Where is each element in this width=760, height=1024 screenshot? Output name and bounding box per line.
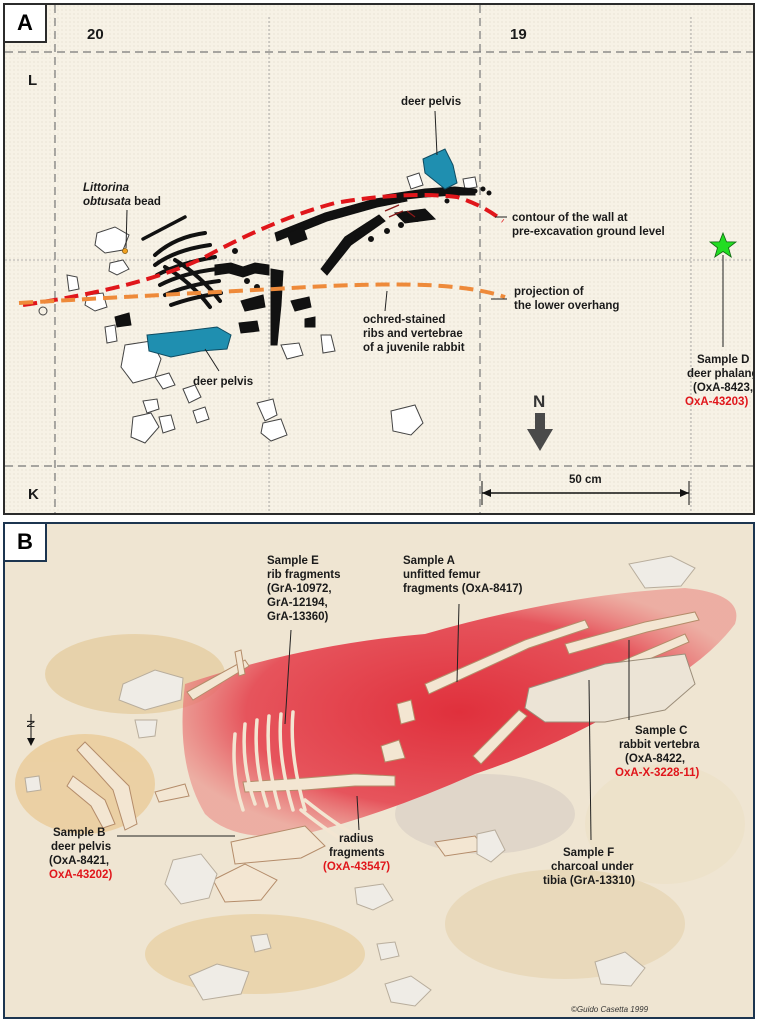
label-sample-c-line1: Sample C [635, 725, 687, 737]
label-ochre-line1: ochred-stained [363, 314, 445, 326]
label-contour-line1: contour of the wall at [512, 212, 628, 224]
label-sample-b-line4: OxA-43202) [49, 869, 112, 881]
label-sample-e-line3: (GrA-10972, [267, 583, 332, 595]
label-sample-b-line1: Sample B [53, 827, 105, 839]
panel-b-drawing: N Sample E rib fragments (GrA-10972, GrA… [5, 524, 753, 1017]
label-sample-e-line5: GrA-13360) [267, 611, 329, 623]
sample-d-star [708, 231, 738, 258]
north-label-a: N [533, 392, 545, 411]
label-radius-line2: fragments [329, 847, 385, 859]
label-sample-e-line1: Sample E [267, 555, 319, 567]
contour-wall-line [22, 193, 505, 307]
north-arrow-a [527, 413, 553, 451]
scale-bar [481, 481, 690, 505]
ochre-stained-bones [384, 204, 416, 218]
label-sample-c-line4: OxA-X-3228-11) [615, 767, 700, 779]
panel-b-illustration: B [3, 522, 755, 1019]
label-ochre-line2: ribs and vertebrae [363, 328, 463, 340]
label-littorina-line2-group: obtusata bead [83, 196, 161, 208]
label-sample-b-line2: deer pelvis [51, 841, 111, 853]
label-sample-c-line3: (OxA-8422, [625, 753, 685, 765]
deer-pelvis-top-bone [422, 148, 458, 190]
label-deer-pelvis-top: deer pelvis [401, 96, 461, 108]
label-radius-line1: radius [339, 833, 374, 845]
rocks-b [24, 555, 696, 1007]
grid-label-col-20: 20 [87, 26, 104, 43]
label-sample-f-line3: tibia (GrA-13310) [543, 875, 635, 887]
grid-label-col-19: 19 [510, 26, 527, 43]
stones [66, 172, 478, 444]
label-sample-d-line1: Sample D [697, 354, 749, 366]
label-ochre-line3: of a juvenile rabbit [363, 342, 465, 354]
grid-lines [5, 5, 753, 513]
panel-a-site-plan: A 20 19 L K [3, 3, 755, 515]
label-sample-c-line2: rabbit vertebra [619, 739, 700, 751]
label-sample-e-line4: GrA-12194, [267, 597, 328, 609]
label-littorina-line2: obtusata [83, 196, 132, 208]
label-littorina-line1: Littorina [83, 182, 130, 194]
north-label-b: N [24, 720, 36, 728]
panel-b-letter: B [5, 524, 47, 562]
label-projection-line1: projection of [514, 286, 584, 298]
ribs-b [232, 710, 359, 848]
label-contour-line2: pre-excavation ground level [512, 226, 665, 238]
leader-lines-b [117, 603, 630, 841]
label-deer-pelvis-bottom: deer pelvis [193, 376, 253, 388]
survey-marker [38, 306, 48, 316]
littorina-bead [122, 248, 128, 254]
label-littorina-line3: bead [131, 196, 161, 208]
label-sample-b-line3: (OxA-8421, [49, 855, 109, 867]
label-sample-d-line4: OxA-43203) [685, 396, 748, 408]
label-sample-a-line3: fragments (OxA-8417) [403, 583, 523, 595]
label-sample-e-line2: rib fragments [267, 569, 341, 581]
north-arrow-b [27, 714, 35, 746]
label-sample-f-line2: charcoal under [551, 861, 634, 873]
ochre-area [182, 588, 737, 837]
label-sample-d-line2: deer phalange [687, 368, 753, 380]
deer-pelvis-bottom-bone [146, 326, 232, 358]
grid-label-row-l: L [28, 72, 37, 89]
charcoal-stone [524, 653, 696, 723]
leader-lines-a [125, 110, 724, 372]
label-radius-line3: (OxA-43547) [323, 861, 390, 873]
artist-signature: ©Guido Casetta 1999 [571, 1005, 649, 1014]
label-sample-a-line2: unfitted femur [403, 569, 481, 581]
label-sample-d-line3: (OxA-8423, [693, 382, 753, 394]
panel-a-drawing: 20 19 L K [5, 5, 753, 513]
label-projection-line2: the lower overhang [514, 300, 619, 312]
label-sample-f-line1: Sample F [563, 847, 614, 859]
panel-a-letter: A [5, 5, 47, 43]
scale-label: 50 cm [569, 474, 602, 486]
grid-label-row-k: K [28, 486, 39, 503]
label-sample-a-line1: Sample A [403, 555, 455, 567]
overhang-projection-line [18, 282, 506, 305]
